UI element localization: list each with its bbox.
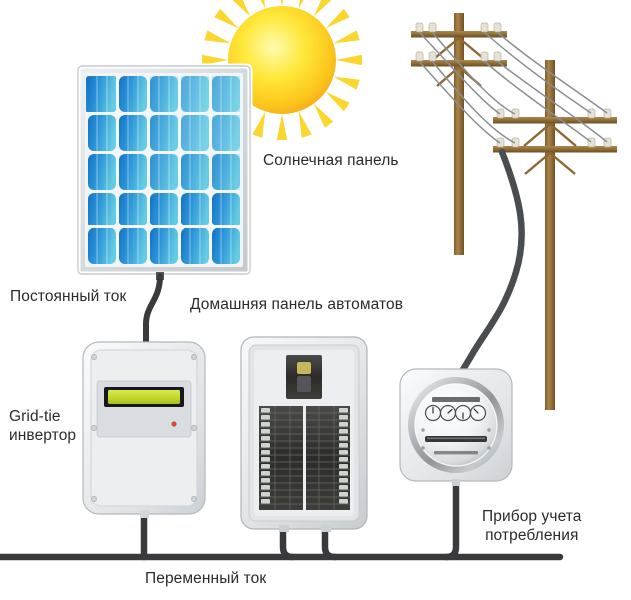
breaker-panel-to-ac-bus-left [279,524,297,561]
main-breaker[interactable] [286,355,322,399]
solar-cells [86,74,242,266]
meter-dials [424,404,487,422]
label-ac-current: Переменный ток [145,570,267,587]
label-solar-panel: Солнечная панель [263,152,399,169]
label-meter: Прибор учета потребления [482,508,582,544]
power-lines [418,31,608,144]
breaker-column-left[interactable] [259,406,303,510]
insulators [496,108,612,119]
sun-disc [228,6,336,114]
inverter-screws [91,354,197,502]
home-breaker-panel [240,336,368,532]
inverter-conduit [140,510,149,518]
insulators [415,22,502,33]
meter-glass [415,384,497,466]
panel-conduit-left [279,525,289,532]
electric-meter [399,368,513,486]
utility-pole-right [493,60,617,410]
meter-to-ac-bus [442,479,460,561]
utility-poles [411,13,617,410]
meter-conduit [452,479,460,486]
meter-terminals [421,428,491,450]
grid-tie-inverter [82,341,206,518]
meter-nameplate [432,397,480,402]
utility-pole-left [411,13,507,255]
label-dc-current: Постоянный ток [10,288,127,305]
inverter-status-led [171,421,177,427]
label-breaker-panel: Домашняя панель автоматов [190,296,404,313]
label-inverter: Grid-tie инвертор [9,408,77,444]
insulators [496,137,612,148]
dc-cable-panel-to-inverter [143,273,163,348]
sun [202,0,362,140]
breaker-column-right[interactable] [306,406,350,510]
crossarm [493,117,617,124]
crossarm [411,31,507,38]
solar-panel [75,63,253,280]
crossarm [493,146,617,153]
meter-serial [434,451,478,455]
breaker-panel-to-ac-bus-right [321,524,339,561]
inverter-lcd-screen [108,390,180,404]
service-drop-pole-to-meter [453,148,525,384]
ac-wiring [0,479,564,561]
panel-conduit-right [321,525,331,532]
